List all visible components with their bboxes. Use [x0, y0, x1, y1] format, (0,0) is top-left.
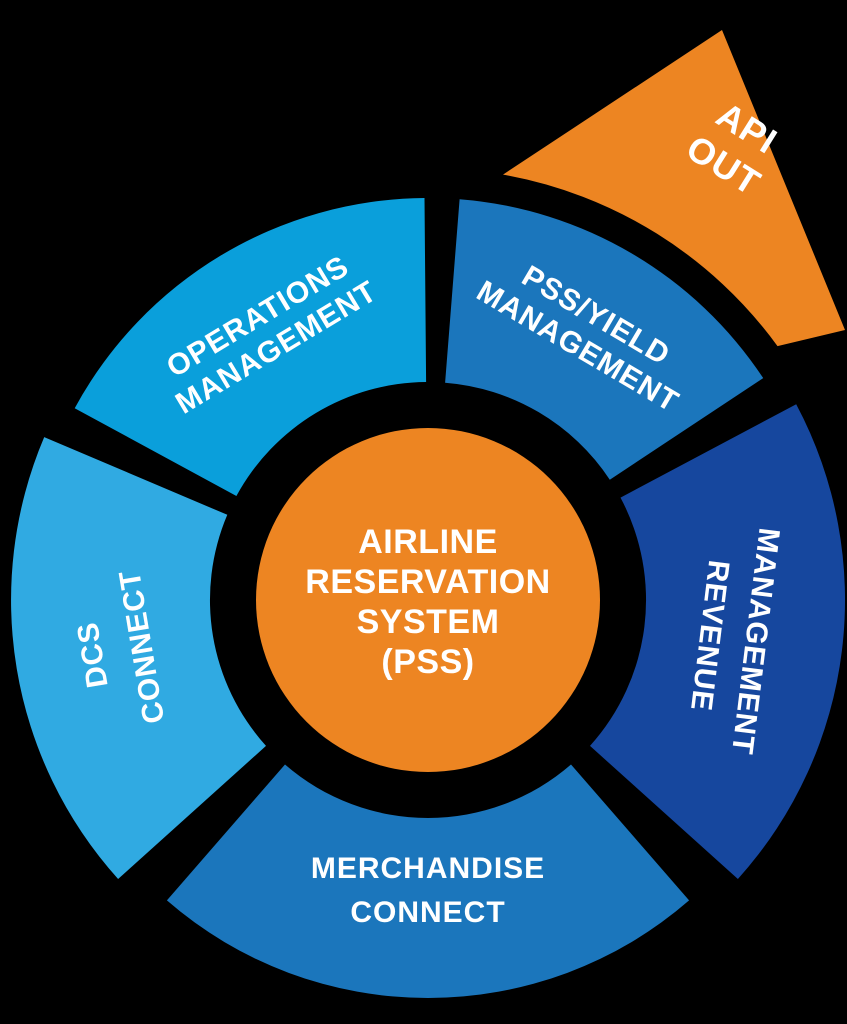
- merchandise-label-line2: CONNECT: [350, 896, 505, 929]
- center-label-line2: RESERVATION: [305, 563, 550, 601]
- api-out-wedge: API OUT: [503, 30, 845, 347]
- segment-dcs-connect-shape: [11, 437, 267, 879]
- center-label-line4: (PSS): [381, 643, 474, 681]
- segment-pss-yield-management: PSS/YIELD MANAGEMENT: [445, 199, 764, 480]
- segment-operations-management: OPERATIONS MANAGEMENT: [74, 198, 427, 496]
- center-circle: [256, 428, 600, 772]
- segment-revenue-management-shape: [590, 404, 846, 879]
- segment-revenue-management: MANAGEMENT REVENUE: [590, 404, 846, 879]
- segment-dcs-connect: DCS CONNECT: [11, 437, 267, 879]
- segment-merchandise-connect-shape: [166, 764, 690, 999]
- segment-operations-management-shape: [74, 198, 427, 496]
- center-hub: AIRLINE RESERVATION SYSTEM (PSS): [256, 428, 600, 772]
- segment-pss-yield-management-shape: [445, 199, 764, 480]
- center-label-line3: SYSTEM: [357, 603, 500, 641]
- merchandise-label-line1: MERCHANDISE: [311, 852, 545, 885]
- segment-merchandise-connect: MERCHANDISE CONNECT: [166, 764, 690, 999]
- center-label-line1: AIRLINE: [358, 523, 498, 561]
- api-out-arrow-shape: [503, 30, 845, 347]
- merchandise-connect-label: MERCHANDISE CONNECT: [311, 852, 545, 929]
